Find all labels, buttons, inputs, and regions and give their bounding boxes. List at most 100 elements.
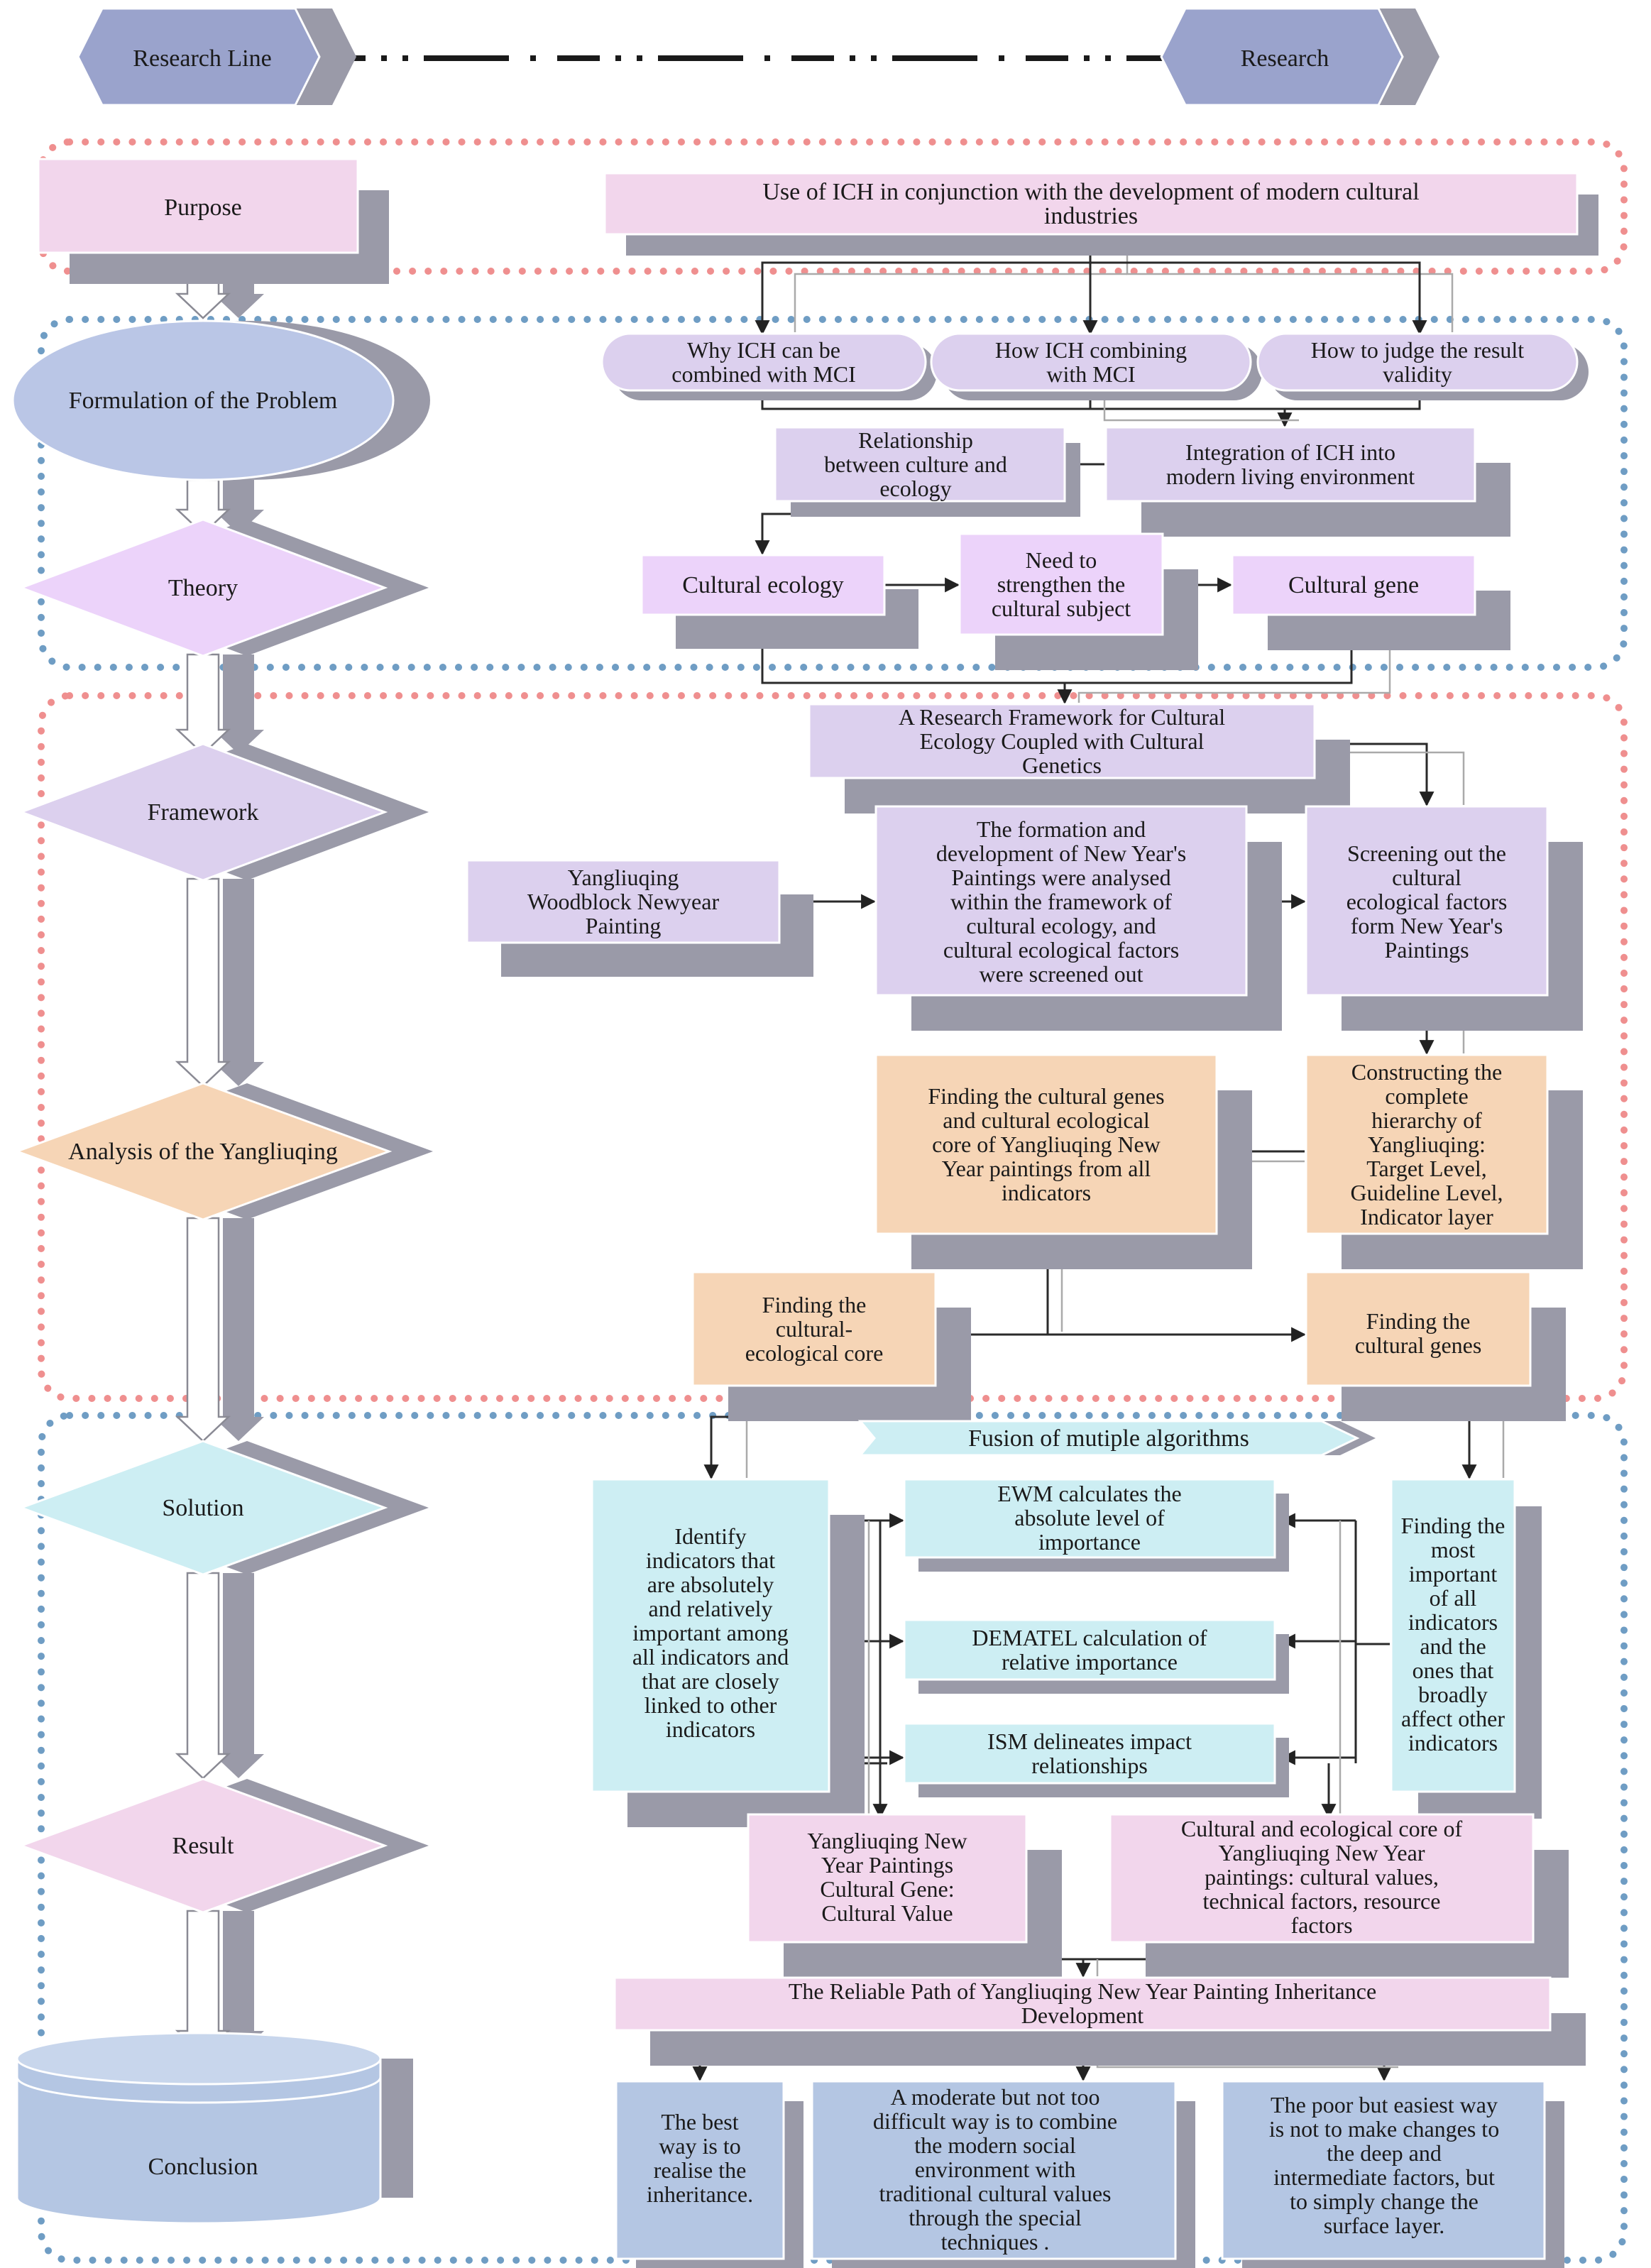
grey-link-purpose-left: [794, 273, 1127, 332]
box-poor-label-line: is not to make changes to: [1269, 2116, 1499, 2142]
box-moderate-label-line: through the special: [909, 2205, 1082, 2230]
stage-analysis-label: Analysis of the Yangliuqing: [68, 1139, 338, 1165]
box-finding-genes-core: [874, 1053, 1218, 1235]
box-best-label-line: realise the: [654, 2157, 747, 2183]
box-poor-label-line: The poor but easiest way: [1271, 2092, 1498, 2118]
stage-result-label-line: Result: [172, 1833, 234, 1859]
box-identify-label-line: all indicators and: [632, 1644, 789, 1670]
stage-conclusion-label: Conclusion: [148, 2154, 258, 2180]
box-best-label-line: way is to: [659, 2133, 741, 2159]
box-q1-label-line: combined with MCI: [671, 361, 856, 387]
box-ich-mci-label: Use of ICH in conjunction with the devel…: [762, 179, 1419, 229]
stage-conclusion-label-line: Conclusion: [148, 2154, 258, 2180]
box-moderate-label-line: environment with: [915, 2157, 1076, 2182]
box-moderate-label-line: techniques .: [941, 2229, 1050, 2255]
box-integration-label-line: Integration of ICH into: [1185, 439, 1395, 465]
box-identify-label-line: Identify: [674, 1523, 746, 1549]
box-find-core-label-line: cultural-: [776, 1316, 852, 1342]
flow-arrow-6-shadow: [213, 1573, 264, 1778]
box-formation-label-line: development of New Year's: [936, 840, 1186, 866]
research-line-label: Research Line: [133, 45, 271, 72]
stage-theory: [18, 518, 388, 657]
stage-problem-label: Formulation of the Problem: [69, 388, 338, 414]
box-relationship-label-line: Relationship: [858, 427, 973, 453]
box-cultural-gene-label: Cultural gene: [1288, 572, 1419, 598]
flow-arrow-5: [175, 1217, 231, 1442]
research-line-header: [77, 7, 321, 106]
box-find-core: [691, 1271, 937, 1387]
box-hierarchy-label-line: Constructing the: [1351, 1059, 1502, 1085]
box-most-important-label-line: affect other: [1401, 1706, 1505, 1731]
box-identify-label-line: and relatively: [648, 1596, 772, 1621]
box-cultural-gene-label-line: Cultural gene: [1288, 572, 1419, 598]
box-woodblock: [466, 859, 781, 944]
region-theory: [38, 316, 1628, 671]
box-framework-label-line: Ecology Coupled with Cultural: [920, 728, 1205, 754]
box-hierarchy-label-line: complete: [1385, 1083, 1468, 1109]
box-q3-label-line: validity: [1383, 361, 1452, 387]
box-identify: [591, 1478, 830, 1793]
box-result-core-label-line: Cultural and ecological core of: [1181, 1816, 1463, 1841]
box-most-important-label-line: most: [1431, 1537, 1475, 1562]
box-result-gene-label-line: Cultural Value: [821, 1900, 953, 1926]
stage-analysis-label-line: Analysis of the Yangliuqing: [68, 1139, 338, 1165]
box-find-core-label-line: Finding the: [762, 1292, 867, 1317]
flow-arrow-2-shadow: [213, 480, 264, 534]
box-screening: [1305, 805, 1549, 997]
box-screening-label-line: ecological factors: [1346, 889, 1508, 914]
box-best-label-line: The best: [661, 2109, 738, 2135]
flow-arrow-5-shadow: [213, 1218, 264, 1441]
box-ewm: [903, 1478, 1276, 1559]
stage-purpose-label: Purpose: [164, 195, 242, 221]
box-hierarchy-label-line: hierarchy of: [1371, 1107, 1482, 1133]
box-cultural-ecology-label-line: Cultural ecology: [682, 572, 844, 598]
stage-conclusion-ring: [16, 2076, 382, 2104]
box-most-important: [1390, 1478, 1516, 1793]
stage-theory-label-line: Theory: [168, 575, 238, 601]
box-formation-label-line: cultural ecological factors: [943, 937, 1179, 963]
box-result-core: [1109, 1813, 1535, 1944]
box-finding-genes-core-label-line: Year paintings from all: [942, 1156, 1151, 1181]
box-find-genes-label-line: cultural genes: [1355, 1332, 1482, 1358]
box-hierarchy-label-line: Guideline Level,: [1350, 1180, 1503, 1205]
box-find-genes-label-line: Finding the: [1366, 1308, 1471, 1334]
box-result-core-label-line: paintings: cultural values,: [1205, 1864, 1439, 1890]
flow-arrow-7-shadow: [213, 1911, 264, 2055]
box-moderate-label-line: traditional cultural values: [879, 2181, 1112, 2206]
box-most-important-label-line: broadly: [1418, 1682, 1488, 1707]
box-screening-label-line: cultural: [1392, 865, 1461, 890]
stage-framework-label-line: Framework: [148, 799, 259, 826]
box-finding-genes-core-label-line: and cultural ecological: [943, 1107, 1150, 1133]
grey-link-theory: [1077, 615, 1391, 703]
box-identify-label-line: indicators that: [646, 1547, 775, 1573]
stage-problem: [11, 319, 395, 481]
box-hierarchy-label-line: Target Level,: [1366, 1156, 1487, 1181]
research-line-label-line: Research Line: [133, 45, 271, 72]
box-moderate: [811, 2080, 1177, 2260]
box-moderate-label-line: A moderate but not too: [890, 2084, 1099, 2110]
box-identify-label-line: important among: [632, 1620, 789, 1645]
box-ism-label-line: ISM delineates impact: [987, 1729, 1192, 1754]
box-q1: [600, 332, 927, 392]
stage-framework-label: Framework: [148, 799, 259, 826]
stage-purpose-label-line: Purpose: [164, 195, 242, 221]
box-most-important-label-line: of all: [1430, 1585, 1477, 1611]
research-label-line: Research: [1241, 45, 1329, 72]
box-q3: [1256, 332, 1579, 392]
box-identify-label-line: indicators: [666, 1716, 755, 1742]
flow-arrow-6: [175, 1572, 231, 1780]
box-woodblock-label-line: Woodblock Newyear: [527, 889, 720, 914]
box-most-important-label-line: important: [1409, 1561, 1498, 1587]
flow-arrow-2: [175, 478, 231, 535]
box-strengthen: [958, 532, 1164, 636]
box-integration-label-line: modern living environment: [1166, 464, 1415, 489]
